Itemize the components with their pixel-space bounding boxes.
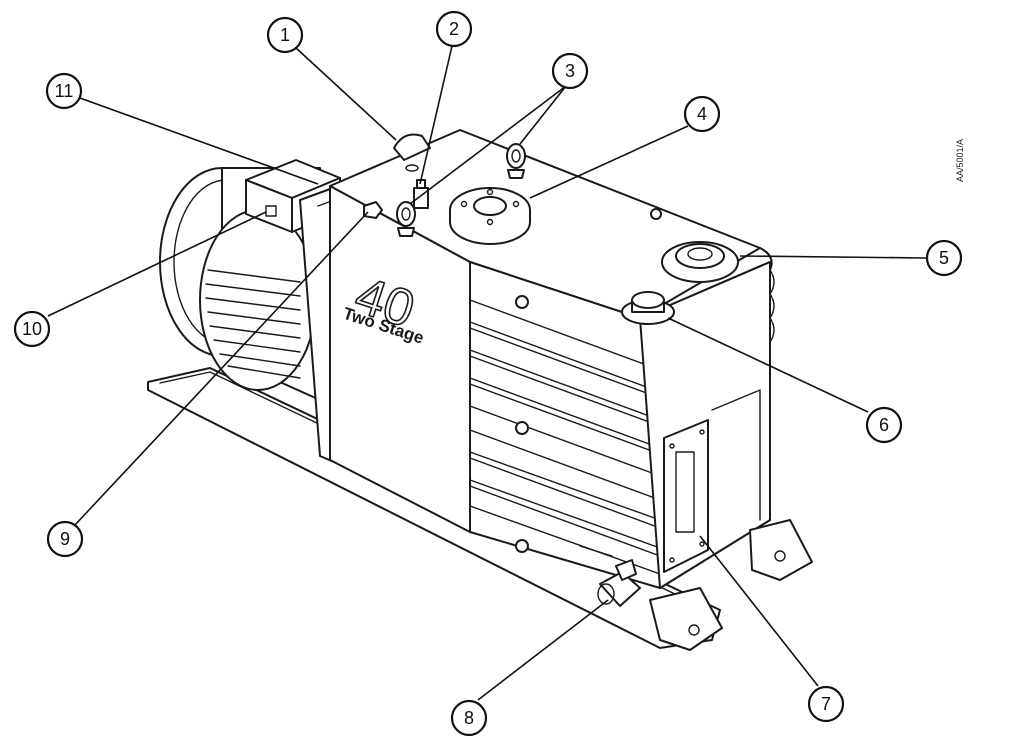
callout-10-label: 10 [22,319,42,339]
callout-7-label: 7 [821,694,831,714]
lifting-bolts [396,143,526,237]
leader-lines [47,45,927,701]
callout-5: 5 [925,239,963,277]
callout-11: 11 [45,72,83,110]
reference-code: AA/5001/A [955,139,965,182]
exhaust-port [661,241,739,283]
terminal-box-plate [265,205,277,217]
callout-2: 2 [435,10,473,48]
callout-6-label: 6 [879,415,889,435]
callout-7: 7 [807,685,845,723]
callout-1: 1 [266,16,304,54]
oil-filler-plug [621,291,675,325]
callouts: 1 2 3 4 5 6 7 8 [13,10,963,737]
pump-feet [649,519,813,651]
gas-ballast-valve [413,179,429,209]
callout-4: 4 [683,95,721,133]
inlet-flange [449,187,531,245]
side-screws [515,208,662,553]
callout-3-label: 3 [565,61,575,81]
callout-6: 6 [865,406,903,444]
callout-2-label: 2 [449,19,459,39]
callout-9-label: 9 [60,529,70,549]
callout-4-label: 4 [697,104,707,124]
callout-1-label: 1 [280,25,290,45]
callout-9: 9 [46,520,84,558]
callout-3: 3 [551,52,589,90]
callout-8: 8 [450,699,488,737]
callout-10: 10 [13,310,51,348]
callout-5-label: 5 [939,248,949,268]
motor [159,159,341,401]
oil-level-sight-glass [639,261,771,589]
oil-drain-plug [579,545,641,607]
callout-8-label: 8 [464,708,474,728]
callout-11-label: 11 [55,81,74,101]
mode-selector-nut [363,201,383,219]
